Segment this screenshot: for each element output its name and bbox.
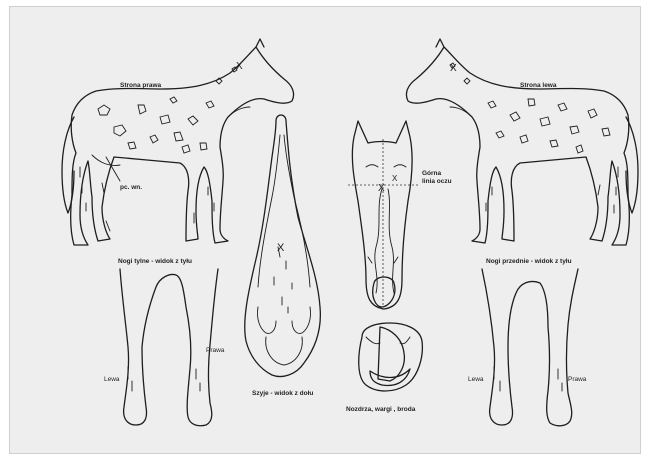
horse-right-side: X bbox=[62, 39, 294, 245]
diagram-sheet: X Strona prawa pc. wn. X Strona lewa bbox=[9, 6, 641, 454]
label-pc-wn: pc. wn. bbox=[120, 184, 142, 191]
label-front-prawa: Prawa bbox=[568, 376, 587, 383]
label-left-side: Strona lewa bbox=[520, 82, 557, 89]
horse-left-side: X bbox=[406, 39, 638, 245]
label-hind-prawa: Prawa bbox=[206, 347, 225, 354]
label-neck-below: Szyje - widok z dołu bbox=[252, 390, 313, 397]
label-eye-line-1: Górna bbox=[422, 170, 442, 177]
head-front-view: X X bbox=[348, 121, 420, 309]
label-front-legs: Nogi przednie - widok z tyłu bbox=[486, 258, 572, 265]
hind-legs-rear-view bbox=[120, 269, 218, 426]
neck-view-below: X bbox=[245, 115, 321, 377]
neck-cross-mark: X bbox=[277, 242, 285, 254]
label-front-lewa: Lewa bbox=[468, 376, 484, 383]
head-small-cross-mark: X bbox=[392, 174, 398, 183]
horse-markings-diagram: X Strona prawa pc. wn. X Strona lewa bbox=[10, 7, 640, 453]
label-hind-lewa: Lewa bbox=[104, 376, 120, 383]
label-right-side: Strona prawa bbox=[120, 82, 162, 89]
label-eye-line-2: linia oczu bbox=[422, 178, 452, 185]
label-nostrils: Nozdrza, wargi , broda bbox=[346, 406, 416, 413]
head-cross-mark: X bbox=[378, 183, 385, 194]
left-horse-cross-mark: X bbox=[450, 63, 457, 74]
front-legs-rear-view bbox=[482, 269, 578, 426]
nostrils-view bbox=[359, 323, 423, 391]
right-horse-cross-mark: X bbox=[236, 61, 243, 72]
label-hind-legs: Nogi tylne - widok z tyłu bbox=[118, 258, 192, 265]
